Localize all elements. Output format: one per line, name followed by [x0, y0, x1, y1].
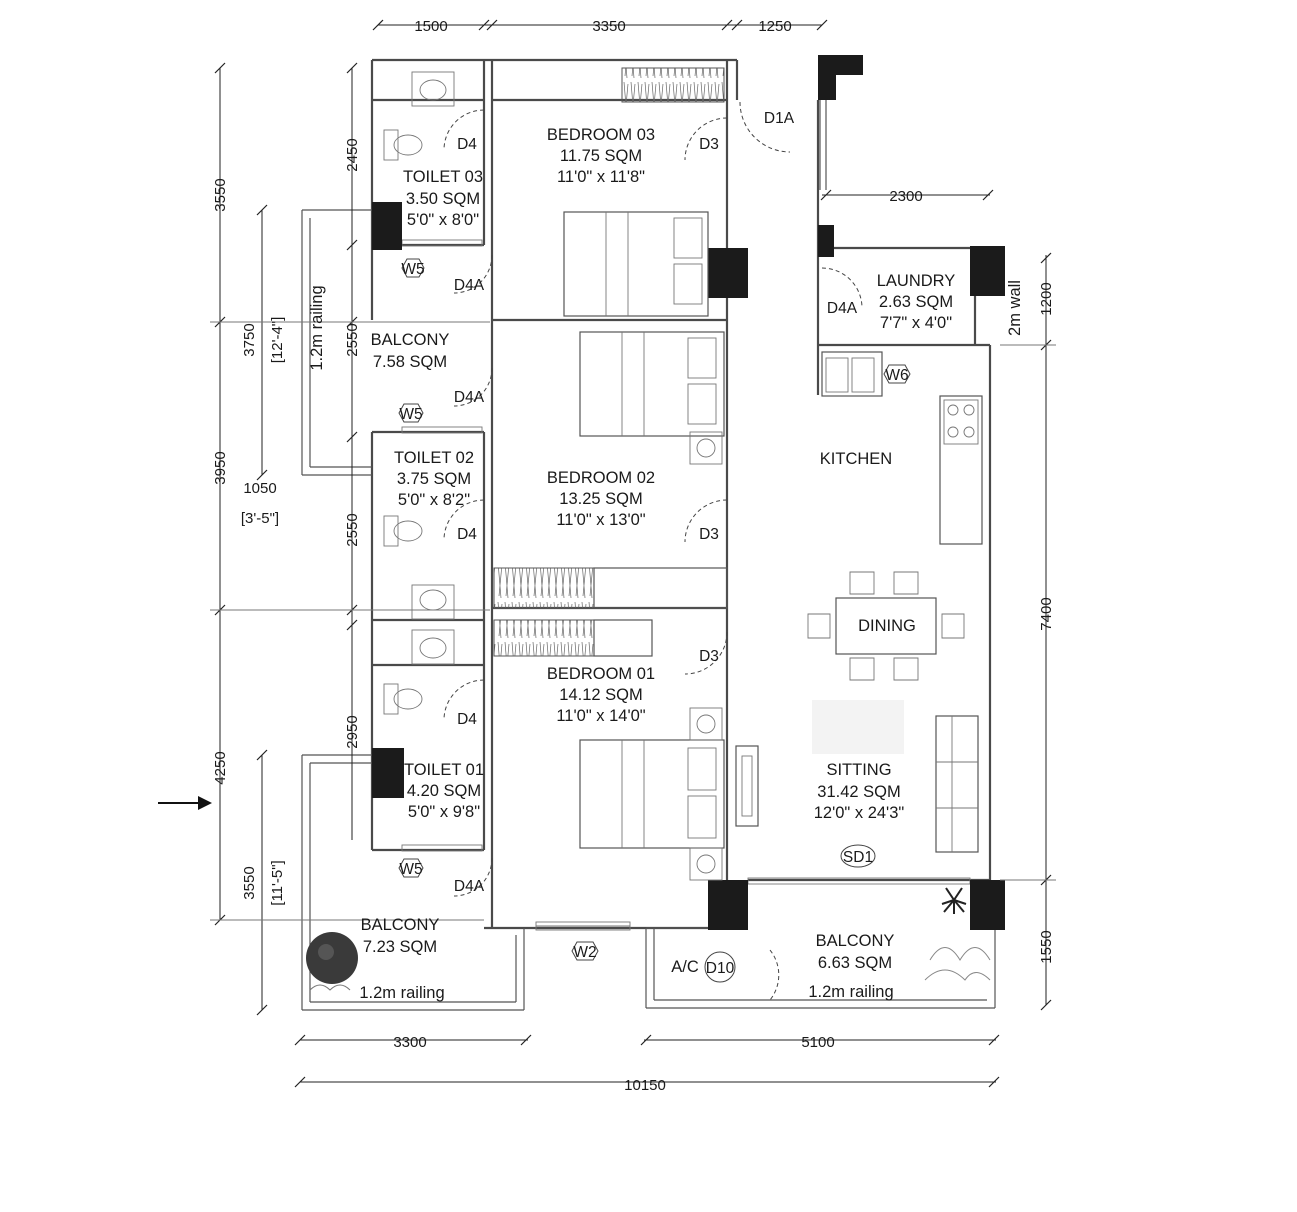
toilet-03-name: TOILET 03 [403, 168, 483, 186]
dim-balcony-upper-depth-imperial: [12'-4"] [269, 317, 286, 364]
ac-label: A/C [671, 958, 699, 976]
dim-total: 10150 [624, 1077, 666, 1094]
dim-top-3: 1250 [758, 18, 791, 35]
dimension-lines [158, 19, 1056, 1088]
bedroom-02-name: BEDROOM 02 [547, 469, 655, 487]
balcony-upper-area: 7.58 SQM [373, 353, 447, 371]
bedroom-02-size: 11'0" x 13'0" [556, 511, 645, 529]
dim-laundry-width: 2300 [889, 188, 922, 205]
toilet-01-name: TOILET 01 [404, 761, 484, 779]
tag-w5-upper: W5 [401, 261, 424, 278]
toilet-02-area: 3.75 SQM [397, 470, 471, 488]
beds [563, 211, 725, 881]
dim-bottom-2: 5100 [801, 1034, 834, 1051]
tag-hexagons [398, 258, 911, 983]
toilet-02-size: 5'0" x 8'2" [398, 491, 470, 509]
bedroom-03-name: BEDROOM 03 [547, 126, 655, 144]
toilet-01-size: 5'0" x 9'8" [408, 803, 480, 821]
kitchen-fittings [821, 351, 983, 545]
tag-d4-toilet03: D4 [457, 136, 477, 153]
door-swings [443, 101, 863, 1001]
balcony-lower-right-railing: 1.2m railing [808, 983, 893, 1001]
balcony-lower-right-name: BALCONY [816, 932, 895, 950]
tag-d4-toilet02: D4 [457, 526, 477, 543]
dim-right-3: 1550 [1038, 930, 1055, 963]
tag-d10: D10 [706, 960, 735, 977]
dim-left-inner-1: 2450 [344, 138, 361, 171]
tag-w5-lower: W5 [399, 861, 422, 878]
dim-balcony-upper-width: 1050 [243, 480, 276, 497]
tag-d3-bedroom03: D3 [699, 136, 719, 153]
balcony-lower-left-railing: 1.2m railing [359, 984, 444, 1002]
dim-balcony-lower-depth-imperial: [11'-5"] [269, 860, 286, 905]
balcony-lower-left-name: BALCONY [361, 916, 440, 934]
dining-label: DINING [858, 617, 916, 635]
tag-sd1: SD1 [843, 849, 873, 866]
wall-2m-note: 2m wall [1006, 280, 1024, 336]
structural-columns [372, 55, 1005, 930]
sitting-name: SITTING [826, 761, 891, 779]
tag-d4-toilet01: D4 [457, 711, 477, 728]
tag-d3-bedroom02: D3 [699, 526, 719, 543]
balcony-upper-name: BALCONY [371, 331, 450, 349]
wardrobes [493, 67, 728, 657]
toilet-03-area: 3.50 SQM [406, 190, 480, 208]
sitting-size: 12'0" x 24'3" [814, 804, 905, 822]
bedroom-01-size: 11'0" x 14'0" [556, 707, 645, 725]
balcony-lower-right-area: 6.63 SQM [818, 954, 892, 972]
tag-d1a: D1A [764, 110, 795, 127]
dim-top-2: 3350 [592, 18, 625, 35]
dim-balcony-upper-width-imperial: [3'-5"] [241, 510, 279, 527]
laundry-name: LAUNDRY [877, 272, 956, 290]
dim-balcony-lower-depth: 3550 [241, 866, 258, 899]
laundry-size: 7'7" x 4'0" [880, 314, 952, 332]
dim-left-inner-3: 2550 [344, 513, 361, 546]
balcony-lower-left-area: 7.23 SQM [363, 938, 437, 956]
dim-left-outer-3: 4250 [212, 751, 229, 784]
dim-left-inner-2: 2550 [344, 323, 361, 356]
toilet-03-size: 5'0" x 8'0" [407, 211, 479, 229]
dining-set [807, 571, 965, 681]
dim-left-outer-1: 3550 [212, 178, 229, 211]
laundry-area: 2.63 SQM [879, 293, 953, 311]
tag-d4a-middle: D4A [454, 389, 485, 406]
toilet-02-name: TOILET 02 [394, 449, 474, 467]
railing-vertical-note: 1.2m railing [308, 285, 326, 370]
dim-right-1: 1200 [1038, 282, 1055, 315]
bedroom-01-name: BEDROOM 01 [547, 665, 655, 683]
kitchen-label: KITCHEN [820, 450, 892, 468]
dim-left-inner-4: 2950 [344, 715, 361, 748]
dim-top-1: 1500 [414, 18, 447, 35]
sitting-furniture [735, 700, 979, 853]
tag-w5-middle: W5 [399, 406, 422, 423]
bedroom-03-area: 11.75 SQM [560, 147, 642, 165]
dim-right-2: 7400 [1038, 597, 1055, 630]
bedroom-03-size: 11'0" x 11'8" [557, 168, 645, 186]
plants [306, 887, 991, 991]
bedroom-01-area: 14.12 SQM [559, 686, 642, 704]
tag-w2: W2 [573, 944, 596, 961]
sitting-area: 31.42 SQM [817, 783, 900, 801]
dim-balcony-upper-depth: 3750 [241, 323, 258, 356]
tag-w6: W6 [885, 367, 908, 384]
tag-d4a-lower: D4A [454, 878, 485, 895]
walls [301, 58, 996, 1011]
dim-bottom-1: 3300 [393, 1034, 426, 1051]
tag-d3-bedroom01: D3 [699, 648, 719, 665]
tag-d4a-laundry: D4A [827, 300, 858, 317]
toilet-01-area: 4.20 SQM [407, 782, 481, 800]
bedroom-02-area: 13.25 SQM [559, 490, 642, 508]
tag-d4a-upper: D4A [454, 277, 485, 294]
dim-left-outer-2: 3950 [212, 451, 229, 484]
